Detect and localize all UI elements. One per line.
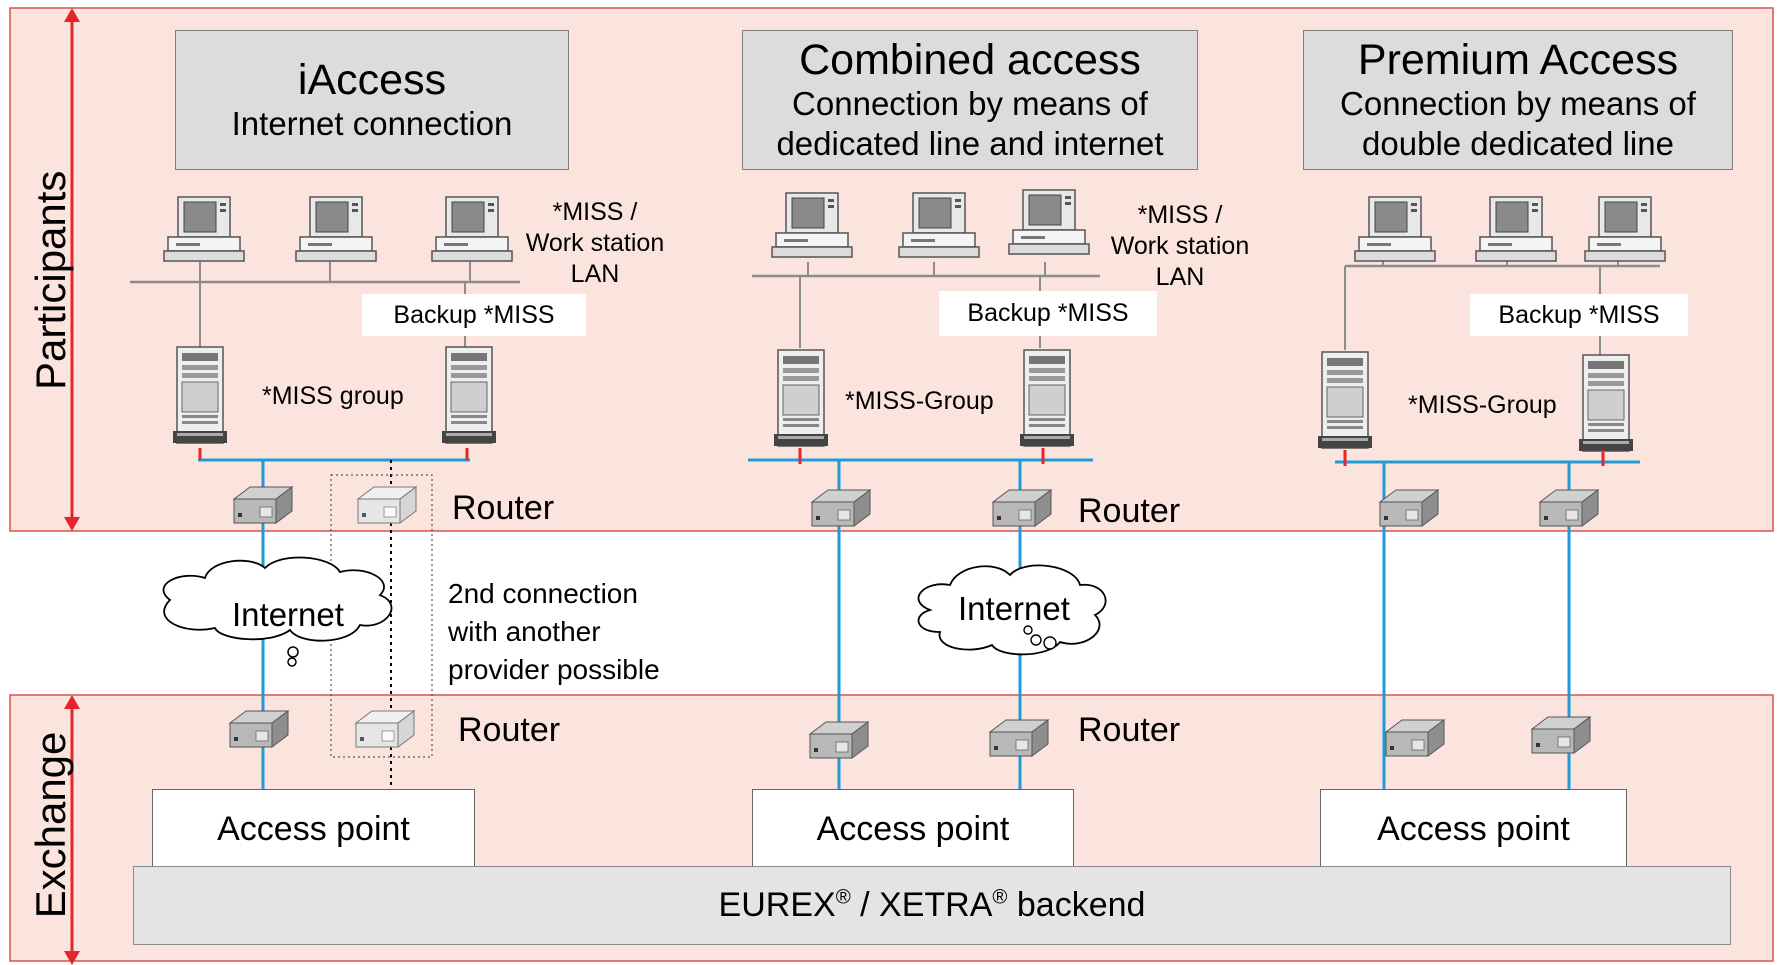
column-subtitle: Internet connection (231, 105, 513, 142)
column-subtitle: dedicated line and internet (776, 125, 1164, 162)
router-icon (1385, 719, 1445, 757)
router-icon (229, 710, 289, 748)
router-icon (357, 486, 417, 524)
backup-miss-label: Backup *MISS (939, 291, 1157, 336)
server-icon (1578, 354, 1634, 452)
server-icon (1019, 349, 1075, 447)
backend-label: EUREX® / XETRA® backend (719, 886, 1146, 925)
router-icon (1531, 716, 1591, 754)
column-title: iAccess (297, 56, 447, 104)
backend-suffix: backend (1007, 886, 1146, 924)
lan-label-line: LAN (1155, 263, 1205, 291)
backend-xetra: / XETRA (850, 886, 993, 924)
server-icon (441, 346, 497, 444)
exchange-label: Exchange (27, 731, 74, 919)
miss-group-label: *MISS-Group (1408, 391, 1557, 419)
backend-bar: EUREX® / XETRA® backend (133, 866, 1731, 945)
lan-label: *MISS / Work station LAN (515, 197, 675, 290)
router-icon (1539, 489, 1599, 527)
router-icon (355, 710, 415, 748)
column-title: Combined access (799, 36, 1141, 84)
router-label: Router (458, 711, 561, 749)
note-line: 2nd connection (448, 578, 638, 609)
registered-mark: ® (835, 886, 851, 909)
router-icon (992, 489, 1052, 527)
participants-arrow (64, 8, 80, 531)
column-subtitle: Connection by means of (792, 85, 1148, 122)
lan-label: *MISS / Work station LAN (1100, 200, 1260, 293)
backup-miss-label: Backup *MISS (1470, 294, 1688, 336)
participants-label: Participants (27, 170, 74, 390)
backup-miss-label: Backup *MISS (362, 294, 586, 336)
access-point-box: Access point (1320, 789, 1627, 869)
miss-group-label: *MISS-Group (845, 387, 994, 415)
internet-cloud-icon (162, 556, 393, 667)
router-icon (809, 721, 869, 759)
server-icon (172, 346, 228, 444)
second-connection-note: 2nd connection with another provider pos… (448, 575, 660, 689)
note-line: with another (448, 616, 601, 647)
lan-label-line: Work station (525, 229, 665, 257)
backend-eurex: EUREX (718, 886, 836, 924)
router-icon (989, 719, 1049, 757)
access-point-box: Access point (152, 789, 475, 869)
combined-title-box: Combined access Connection by means of d… (742, 30, 1198, 170)
internet-label: Internet (958, 590, 1070, 627)
access-point-box: Access point (752, 789, 1074, 869)
lan-label-line: Work station (1110, 232, 1250, 260)
router-label: Router (452, 489, 555, 527)
lan-label-line: *MISS / (1137, 201, 1223, 229)
iaccess-title-box: iAccess Internet connection (175, 30, 569, 170)
router-icon (233, 486, 293, 524)
premium-title-box: Premium Access Connection by means of do… (1303, 30, 1733, 170)
note-line: provider possible (448, 654, 660, 685)
router-label: Router (1078, 492, 1181, 530)
server-icon (1317, 351, 1373, 449)
lan-label-line: LAN (570, 260, 620, 288)
column-subtitle: Connection by means of (1340, 85, 1696, 122)
router-icon (811, 489, 871, 527)
lan-label-line: *MISS / (552, 198, 638, 226)
internet-cloud-icon (917, 564, 1107, 656)
column-title: Premium Access (1357, 36, 1679, 84)
column-subtitle: double dedicated line (1362, 125, 1674, 162)
router-label: Router (1078, 711, 1181, 749)
router-icon (1379, 489, 1439, 527)
miss-group-label: *MISS group (262, 382, 404, 410)
server-icon (773, 349, 829, 447)
exchange-arrow (64, 695, 80, 965)
internet-label: Internet (232, 596, 344, 633)
registered-mark: ® (992, 886, 1008, 909)
